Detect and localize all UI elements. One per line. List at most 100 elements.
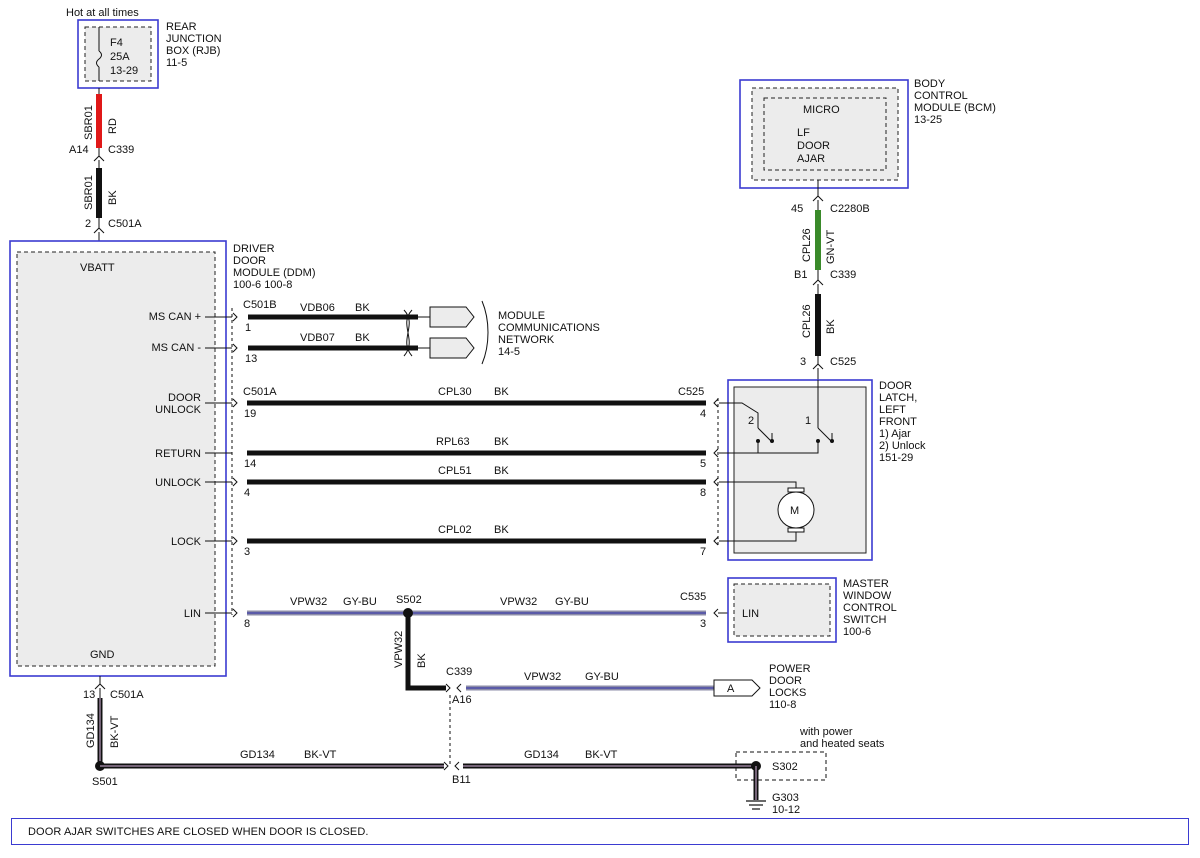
connector-id-label: C525 — [678, 386, 704, 398]
connector-arrow-icon — [812, 279, 824, 286]
wire-circuit-label: CPL02 — [438, 524, 472, 536]
wire-circuit-label: VDB07 — [300, 332, 335, 344]
body-control-module: MICRO LF DOOR AJAR BODY CONTROL MODULE (… — [739, 78, 996, 189]
wire-color-label: BK — [107, 190, 119, 205]
wire-circuit-label: CPL26 — [801, 304, 813, 338]
connector-pin-label: 4 — [244, 487, 250, 499]
connector-arrow-icon — [713, 477, 719, 487]
rjb-name-line: BOX (RJB) — [166, 45, 220, 57]
ddm-gnd-label: GND — [90, 649, 115, 661]
connector-arrow-icon — [232, 343, 238, 353]
ddm-name-line: DRIVER — [233, 243, 275, 255]
wire-color-label: GY-BU — [555, 596, 589, 608]
bcm-name-line: BODY — [914, 78, 946, 90]
ddm-pin-label: RETURN — [155, 448, 201, 460]
latch-name-line: LATCH, — [879, 392, 917, 404]
latch-wires: C501A C525 19 CPL30 BK 4 14 RPL63 BK 5 4… — [205, 386, 719, 558]
bcm-to-latch-wire: 45 C2280B CPL26 GN-VT B1 C339 CPL26 BK 3… — [791, 180, 870, 380]
rjb-fuse-ref: 13-29 — [110, 65, 138, 77]
wire-circuit-label: CPL51 — [438, 465, 472, 477]
switch-icon — [757, 427, 772, 442]
mwcs-name-line: MASTER — [843, 578, 889, 590]
wire-color-label: GY-BU — [343, 596, 377, 608]
connector-pin-label: 7 — [700, 546, 706, 558]
rjb-hot-label: Hot at all times — [66, 7, 139, 19]
network-name-line: MODULE — [498, 310, 545, 322]
rjb-fuse-id: F4 — [110, 37, 123, 49]
mwcs-name-line: WINDOW — [843, 590, 892, 602]
wire-circuit-label: CPL26 — [801, 228, 813, 262]
ddm-pin-label: DOOR — [168, 392, 201, 404]
connector-pin-label: 8 — [700, 487, 706, 499]
option-line: and heated seats — [800, 738, 885, 750]
wire-color-label: BK — [825, 319, 837, 334]
can-bus-wires: C501B 1 VDB06 BK 13 VDB07 BK MODULE COMM… — [205, 299, 600, 365]
connector-arrow-icon — [454, 761, 460, 771]
wire-circuit-label: SBR01 — [83, 175, 95, 210]
wire-color-label: BK — [494, 465, 509, 477]
wire-color-label: BK — [355, 332, 370, 344]
wire-circuit-label: GD134 — [240, 749, 275, 761]
note-text: DOOR AJAR SWITCHES ARE CLOSED WHEN DOOR … — [28, 826, 369, 838]
wire-circuit-label: VPW32 — [524, 671, 561, 683]
wire-circuit-label: RPL63 — [436, 436, 470, 448]
connector-pin-label: 13 — [83, 689, 95, 701]
wire-circuit-label: GD134 — [85, 713, 97, 748]
connector-pin-label: 3 — [800, 356, 806, 368]
ddm-name-line: MODULE (DDM) — [233, 267, 316, 279]
connector-id-label: C339 — [446, 666, 472, 678]
ddm-name-line: 100-6 100-8 — [233, 279, 292, 291]
connector-id-label: C501A — [243, 386, 277, 398]
connector-arrow-icon — [713, 608, 719, 618]
connector-pin-label: 2 — [85, 218, 91, 230]
connector-pin-label: 3 — [244, 546, 250, 558]
switch-icon — [817, 427, 832, 442]
connector-arrow-icon — [713, 448, 719, 458]
splice-label: S501 — [92, 776, 118, 788]
mwcs-name-line: 100-6 — [843, 626, 871, 638]
bcm-name-line: MODULE (BCM) — [914, 102, 996, 114]
connector-arrow-icon — [443, 761, 449, 771]
connector-pin-label: 3 — [700, 618, 706, 630]
connector-pin-label: B1 — [794, 269, 807, 281]
connector-arrow-icon — [812, 363, 824, 370]
switch-lin-label: LIN — [742, 608, 759, 620]
connector-arrow-icon — [232, 536, 238, 546]
ddm-name-line: DOOR — [233, 255, 266, 267]
rjb-name-line: REAR — [166, 21, 197, 33]
latch-name-line: 1) Ajar — [879, 428, 911, 440]
connector-id-label: C2280B — [830, 203, 870, 215]
offpage-connector-icon — [713, 679, 761, 697]
wire-color-label: GN-VT — [825, 230, 837, 265]
wire-circuit-label: GD134 — [524, 749, 559, 761]
ddm-pin-label: LIN — [184, 608, 201, 620]
splice-label: S502 — [396, 594, 422, 606]
mwcs-name-line: CONTROL — [843, 602, 897, 614]
bracket-icon — [481, 300, 489, 365]
latch-name-line: LEFT — [879, 404, 906, 416]
wire-color-label: BK — [416, 653, 428, 668]
splice-dot-icon — [403, 608, 413, 618]
wire-color-label: BK — [494, 386, 509, 398]
wire-color-label: BK-VT — [585, 749, 618, 761]
offpage-tag: A — [727, 683, 735, 695]
connector-pin-label: 19 — [244, 408, 256, 420]
pdl-name-line: POWER — [769, 663, 811, 675]
pdl-name-line: DOOR — [769, 675, 802, 687]
wire-circuit-label: CPL30 — [438, 386, 472, 398]
mwcs-name-line: SWITCH — [843, 614, 886, 626]
bcm-input-line: AJAR — [797, 153, 825, 165]
connector-arrow-icon — [93, 227, 105, 234]
ddm-vbatt-label: VBATT — [80, 262, 115, 274]
rjb-name-line: 11-5 — [166, 57, 187, 69]
network-connector-icon — [429, 306, 475, 328]
ground-id-label: G303 — [772, 792, 799, 804]
connector-pin-label: 4 — [700, 408, 706, 420]
latch-name-line: FRONT — [879, 416, 917, 428]
rear-junction-box: Hot at all times F4 25A 13-29 REAR JUNCT… — [66, 7, 222, 89]
ddm-pin-label: UNLOCK — [155, 404, 202, 416]
connector-arrow-icon — [713, 536, 719, 546]
network-name-line: NETWORK — [498, 334, 555, 346]
connector-id-label: C339 — [108, 144, 134, 156]
connector-pin-label: 1 — [245, 322, 251, 334]
